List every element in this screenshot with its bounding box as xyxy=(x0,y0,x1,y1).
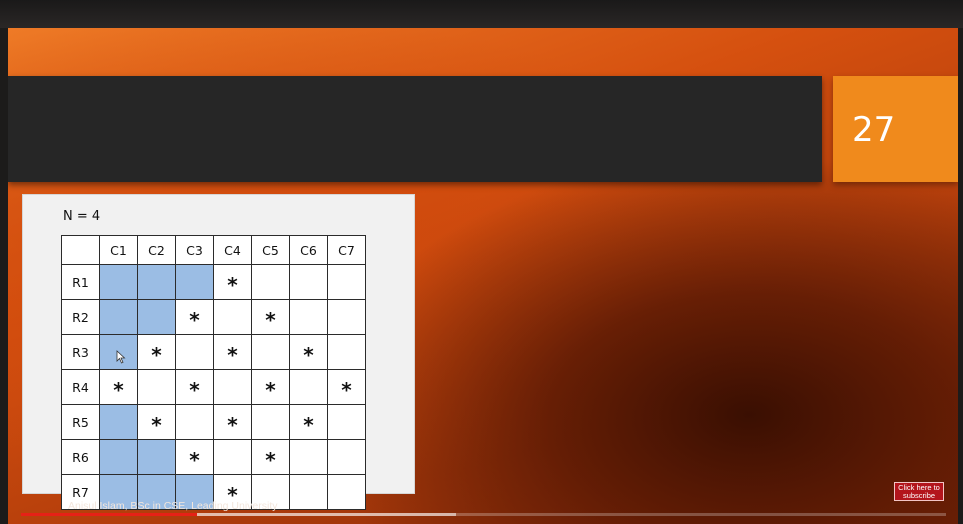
highlighted-cell xyxy=(99,334,138,370)
queen-mark-cell: * xyxy=(289,404,328,440)
highlighted-cell xyxy=(99,264,138,300)
grid-cell xyxy=(213,369,252,405)
row-header: R3 xyxy=(61,334,100,370)
grid-cell xyxy=(327,334,366,370)
grid-cell xyxy=(251,264,290,300)
highlighted-cell xyxy=(137,264,176,300)
row-header: R7 xyxy=(61,474,100,510)
row-header: R1 xyxy=(61,264,100,300)
row-header: R2 xyxy=(61,299,100,335)
grid-cell xyxy=(327,264,366,300)
queen-mark-cell: * xyxy=(99,369,138,405)
grid-cell xyxy=(289,264,328,300)
row-header: R4 xyxy=(61,369,100,405)
column-header: C1 xyxy=(99,235,138,265)
highlighted-cell xyxy=(175,474,214,510)
queen-mark-cell: * xyxy=(251,369,290,405)
highlighted-cell xyxy=(137,299,176,335)
grid-cell xyxy=(251,334,290,370)
row-header: R5 xyxy=(61,404,100,440)
column-header: C2 xyxy=(137,235,176,265)
progress-played xyxy=(21,513,197,516)
grid-cell xyxy=(137,369,176,405)
queen-mark-cell: * xyxy=(213,334,252,370)
subscribe-line-1: Click here to xyxy=(898,483,940,492)
grid-row: R3 * * * xyxy=(61,334,366,370)
progress-buffered xyxy=(21,513,456,516)
column-header: C3 xyxy=(175,235,214,265)
top-bar xyxy=(0,0,963,28)
highlighted-cell xyxy=(99,404,138,440)
queen-mark-cell: * xyxy=(137,404,176,440)
slide-number: 27 xyxy=(852,110,896,150)
grid-cell xyxy=(327,474,366,510)
grid-cell xyxy=(327,404,366,440)
grid-row: R4**** xyxy=(61,369,366,405)
grid-corner-cell xyxy=(61,235,100,265)
queen-mark-cell: * xyxy=(327,369,366,405)
queen-mark-cell: * xyxy=(213,474,252,510)
subscribe-button[interactable]: Click here to subscribe xyxy=(894,482,944,501)
grid-cell xyxy=(175,404,214,440)
grid-row: R5 * * * xyxy=(61,404,366,440)
highlighted-cell xyxy=(137,439,176,475)
grid-cell xyxy=(327,439,366,475)
n-label: N = 4 xyxy=(63,209,101,224)
row-header: R6 xyxy=(61,439,100,475)
highlighted-cell xyxy=(137,474,176,510)
queen-mark-cell: * xyxy=(175,369,214,405)
highlighted-cell xyxy=(99,299,138,335)
grid-cell xyxy=(289,369,328,405)
subscribe-line-2: subscribe xyxy=(902,491,936,500)
author-credit: Anisul Islam, BSc in CSE, Leading Univer… xyxy=(68,500,278,512)
queen-mark-cell: * xyxy=(251,299,290,335)
queen-mark-cell: * xyxy=(137,334,176,370)
queen-mark-cell: * xyxy=(251,439,290,475)
slide-title-band xyxy=(8,76,822,182)
grid-row: R6 * * xyxy=(61,439,366,475)
grid-cell xyxy=(213,439,252,475)
column-header: C7 xyxy=(327,235,366,265)
grid-cell xyxy=(251,404,290,440)
highlighted-cell xyxy=(99,474,138,510)
mouse-pointer-icon xyxy=(116,350,126,364)
column-header: C5 xyxy=(251,235,290,265)
queen-mark-cell: * xyxy=(213,404,252,440)
queen-mark-cell: * xyxy=(175,439,214,475)
grid-row: R2 * * xyxy=(61,299,366,335)
grid-row: R1 * xyxy=(61,264,366,300)
column-header: C6 xyxy=(289,235,328,265)
highlighted-cell xyxy=(99,439,138,475)
queen-mark-cell: * xyxy=(213,264,252,300)
grid-row: R7 * xyxy=(61,474,366,510)
column-header: C4 xyxy=(213,235,252,265)
highlighted-cell xyxy=(175,264,214,300)
grid-cell xyxy=(213,299,252,335)
slide-number-box: 27 xyxy=(833,76,958,182)
grid-cell xyxy=(289,439,328,475)
grid-cell xyxy=(289,474,328,510)
grid-cell xyxy=(289,299,328,335)
queen-mark-cell: * xyxy=(289,334,328,370)
grid-cell xyxy=(327,299,366,335)
queen-mark-cell: * xyxy=(175,299,214,335)
grid-cell xyxy=(175,334,214,370)
video-progress-bar[interactable] xyxy=(21,513,946,516)
